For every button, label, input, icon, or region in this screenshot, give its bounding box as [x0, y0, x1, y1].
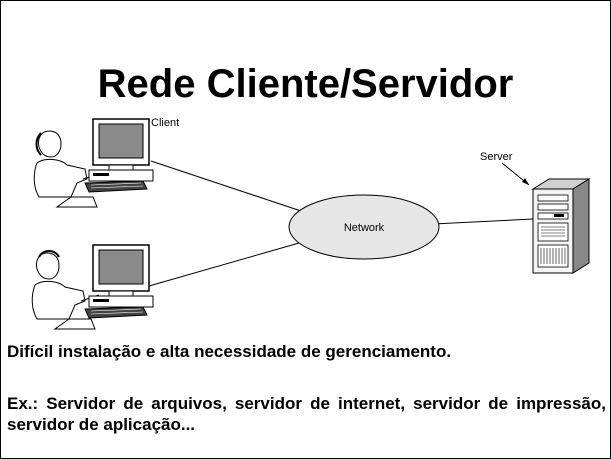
slide-title: Rede Cliente/Servidor: [97, 62, 514, 106]
client-workstation-1-icon: [33, 118, 154, 208]
client1-network-link: [150, 160, 302, 212]
network-diagram: Network Client Server: [31, 117, 591, 330]
network-label: Network: [344, 222, 385, 234]
network-server-link: [432, 218, 534, 225]
client2-network-link: [148, 242, 300, 287]
network-ellipse: [288, 194, 440, 260]
paragraph-2: Ex.: Servidor de arquivos, servidor de i…: [7, 394, 606, 434]
client-label: Client: [151, 117, 179, 129]
server-label: Server: [480, 151, 513, 163]
paragraph-1: Difícil instalação e alta necessidade de…: [7, 342, 452, 361]
server-tower-icon: [531, 178, 591, 274]
client-workstation-2-icon: [31, 244, 154, 330]
